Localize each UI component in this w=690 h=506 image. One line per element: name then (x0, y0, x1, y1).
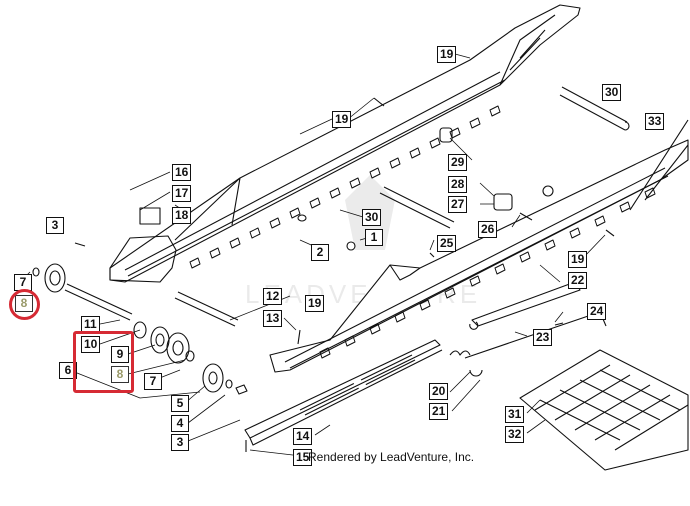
callout-17[interactable]: 17 (172, 185, 192, 202)
callout-13[interactable]: 13 (263, 310, 283, 327)
callout-7-lower[interactable]: 7 (144, 373, 162, 390)
callout-9[interactable]: 9 (111, 346, 129, 363)
callout-20[interactable]: 20 (429, 383, 449, 400)
callout-27[interactable]: 27 (448, 196, 468, 213)
callout-1[interactable]: 1 (365, 229, 383, 246)
suspension-arm (469, 281, 581, 330)
callout-30-top[interactable]: 30 (602, 84, 622, 101)
callout-19-right[interactable]: 19 (568, 251, 588, 268)
callout-22[interactable]: 22 (568, 272, 588, 289)
callout-4[interactable]: 4 (171, 415, 189, 432)
callout-28[interactable]: 28 (448, 176, 468, 193)
callout-6[interactable]: 6 (59, 362, 77, 379)
callout-5[interactable]: 5 (171, 395, 189, 412)
callout-21[interactable]: 21 (429, 403, 449, 420)
callout-19-mid[interactable]: 19 (305, 295, 325, 312)
credit-text: Rendered by LeadVenture, Inc. (308, 450, 475, 464)
callout-29[interactable]: 29 (448, 154, 468, 171)
callout-3-top[interactable]: 3 (46, 217, 64, 234)
callout-16[interactable]: 16 (172, 164, 192, 181)
callout-18[interactable]: 18 (172, 207, 192, 224)
callout-24[interactable]: 24 (587, 303, 607, 320)
front-axle (64, 283, 133, 321)
highlight-box-parts-9-10 (73, 331, 134, 393)
front-idler-stack (32, 263, 248, 395)
slide-rail (244, 339, 443, 446)
callout-30-mid[interactable]: 30 (362, 209, 382, 226)
callout-2[interactable]: 2 (311, 244, 329, 261)
callout-26[interactable]: 26 (478, 221, 498, 238)
lower-rail (269, 119, 689, 373)
cross-shaft-30-upper (559, 86, 630, 131)
callout-23[interactable]: 23 (533, 329, 553, 346)
callout-12[interactable]: 12 (263, 288, 283, 305)
rear-axle (174, 291, 239, 327)
front-bracket (109, 235, 177, 283)
hardware (74, 97, 615, 452)
callout-19-top[interactable]: 19 (437, 46, 457, 63)
callout-32[interactable]: 32 (505, 426, 525, 443)
callout-19-upper[interactable]: 19 (332, 111, 352, 128)
callout-25[interactable]: 25 (437, 235, 457, 252)
callout-33[interactable]: 33 (645, 113, 665, 130)
upper-rail (109, 4, 581, 283)
cross-shaft-30-lower (379, 186, 455, 229)
callout-10[interactable]: 10 (81, 336, 101, 353)
callout-15[interactable]: 15 (293, 449, 313, 466)
callout-14[interactable]: 14 (293, 428, 313, 445)
highlight-circle-part-8 (9, 289, 40, 320)
callout-31[interactable]: 31 (505, 406, 525, 423)
track-section (519, 349, 689, 471)
callout-3-bottom[interactable]: 3 (171, 434, 189, 451)
callout-8-lower[interactable]: 8 (111, 366, 129, 383)
